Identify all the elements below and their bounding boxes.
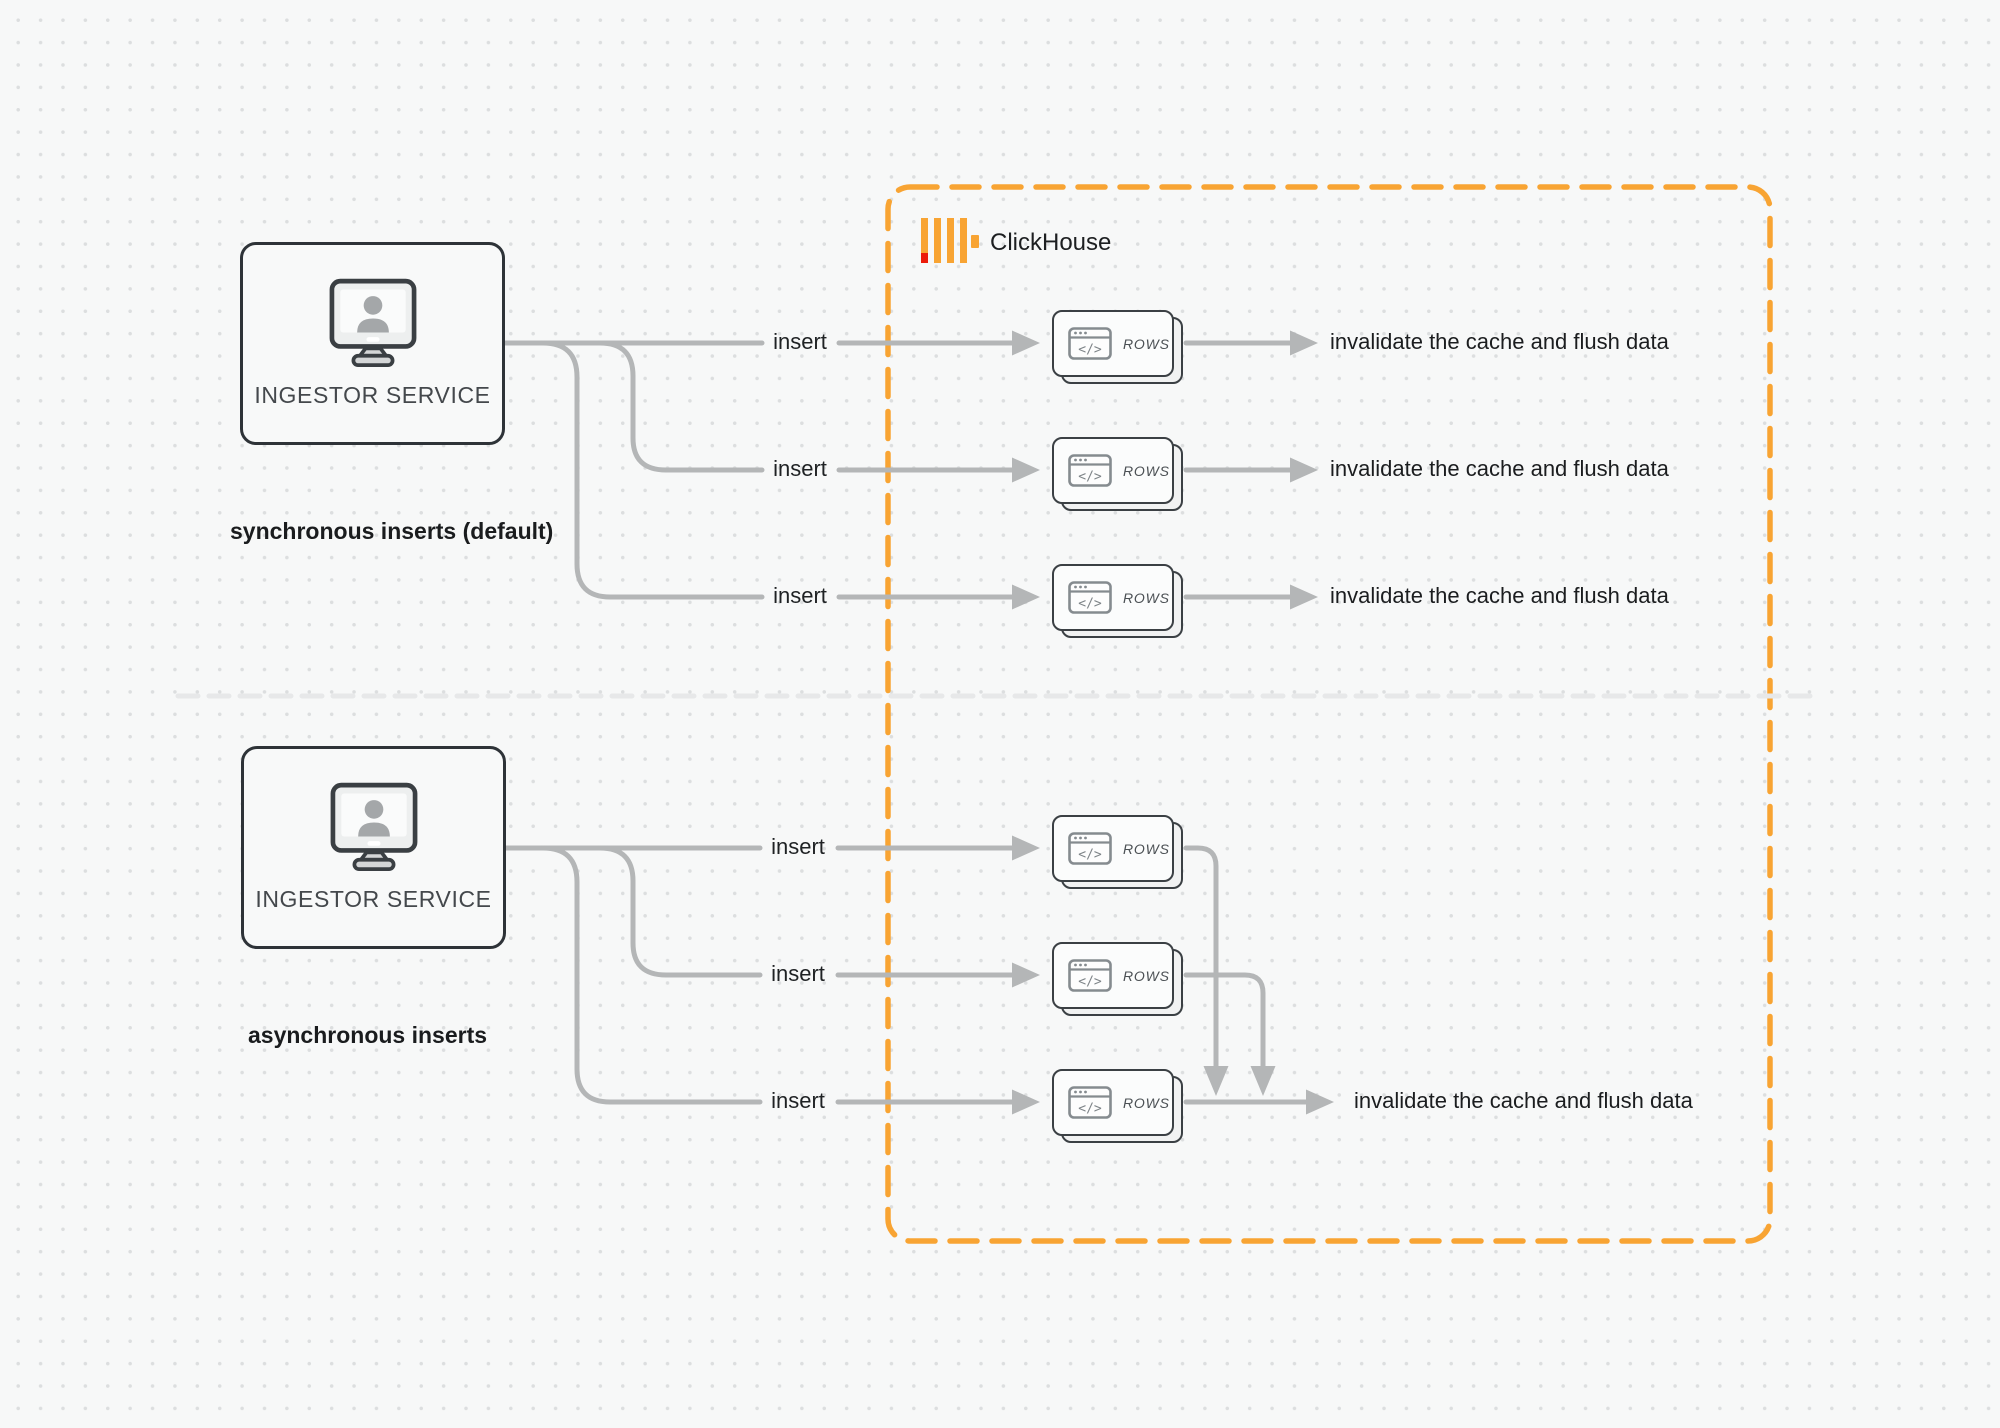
insert-label: insert xyxy=(773,456,827,481)
arrowhead xyxy=(1306,1089,1334,1115)
result-label: invalidate the cache and flush data xyxy=(1354,1088,1693,1113)
arrowhead xyxy=(1012,457,1040,483)
insert-label: insert xyxy=(773,583,827,608)
rows-card-front: ROWS xyxy=(1052,310,1174,377)
arrowhead xyxy=(1012,584,1040,610)
result-label: invalidate the cache and flush data xyxy=(1330,329,1669,354)
code-window-icon xyxy=(1068,454,1112,487)
rows-label: ROWS xyxy=(1123,335,1170,352)
result-label: invalidate the cache and flush data xyxy=(1330,456,1669,481)
rows-label: ROWS xyxy=(1123,840,1170,857)
rows-card: ROWS xyxy=(1052,942,1183,1016)
insert-label: insert xyxy=(773,329,827,354)
rows-card-front: ROWS xyxy=(1052,437,1174,504)
rows-label: ROWS xyxy=(1123,967,1170,984)
rows-label: ROWS xyxy=(1123,1094,1170,1111)
monitor-user-icon xyxy=(318,782,430,876)
async-row2-merge-line xyxy=(1183,972,1266,1069)
sync-connectors xyxy=(502,330,1318,610)
rows-card: ROWS xyxy=(1052,437,1183,511)
insert-label: insert xyxy=(771,834,825,859)
code-window-icon xyxy=(1068,959,1112,992)
arrowhead xyxy=(1012,330,1040,356)
arrowhead xyxy=(1012,835,1040,861)
rows-label: ROWS xyxy=(1123,462,1170,479)
rows-card: ROWS xyxy=(1052,1069,1183,1143)
clickhouse-boundary xyxy=(885,184,1773,1244)
rows-card-front: ROWS xyxy=(1052,1069,1174,1136)
result-label: invalidate the cache and flush data xyxy=(1330,583,1669,608)
monitor-user-icon xyxy=(317,278,429,372)
async-branch-row3 xyxy=(540,845,763,1105)
arrowhead-down xyxy=(1250,1066,1276,1096)
arrowhead xyxy=(1290,330,1318,356)
async-connectors xyxy=(502,835,1334,1115)
ingestor-service-label: INGESTOR SERVICE xyxy=(254,382,491,408)
code-window-icon xyxy=(1068,327,1112,360)
rows-card: ROWS xyxy=(1052,564,1183,638)
arrowhead xyxy=(1290,457,1318,483)
clickhouse-title: ClickHouse xyxy=(990,229,1112,256)
async-caption: asynchronous inserts xyxy=(248,1022,488,1048)
rows-card: ROWS xyxy=(1052,815,1183,889)
code-window-icon xyxy=(1068,581,1112,614)
rows-card-front: ROWS xyxy=(1052,564,1174,631)
code-window-icon xyxy=(1068,1086,1112,1119)
ingestor-service-label: INGESTOR SERVICE xyxy=(255,886,492,912)
sync-ingestor-service-node: INGESTOR SERVICE xyxy=(240,242,505,445)
async-row1-merge-line xyxy=(1183,845,1219,1069)
clickhouse-logo-icon xyxy=(921,218,979,264)
arrowhead xyxy=(1290,584,1318,610)
arrowhead xyxy=(1012,962,1040,988)
sync-branch-row3 xyxy=(540,340,765,600)
arrowhead-down xyxy=(1203,1066,1229,1096)
sync-branch-row2 xyxy=(597,340,765,473)
rows-label: ROWS xyxy=(1123,589,1170,606)
arrowhead xyxy=(1012,1089,1040,1115)
insert-label: insert xyxy=(771,1088,825,1113)
insert-label: insert xyxy=(771,961,825,986)
rows-card-front: ROWS xyxy=(1052,815,1174,882)
async-branch-row2 xyxy=(597,845,763,978)
sync-caption: synchronous inserts (default) xyxy=(230,518,554,544)
rows-card: ROWS xyxy=(1052,310,1183,384)
rows-card-front: ROWS xyxy=(1052,942,1174,1009)
async-ingestor-service-node: INGESTOR SERVICE xyxy=(241,746,506,949)
code-window-icon xyxy=(1068,832,1112,865)
